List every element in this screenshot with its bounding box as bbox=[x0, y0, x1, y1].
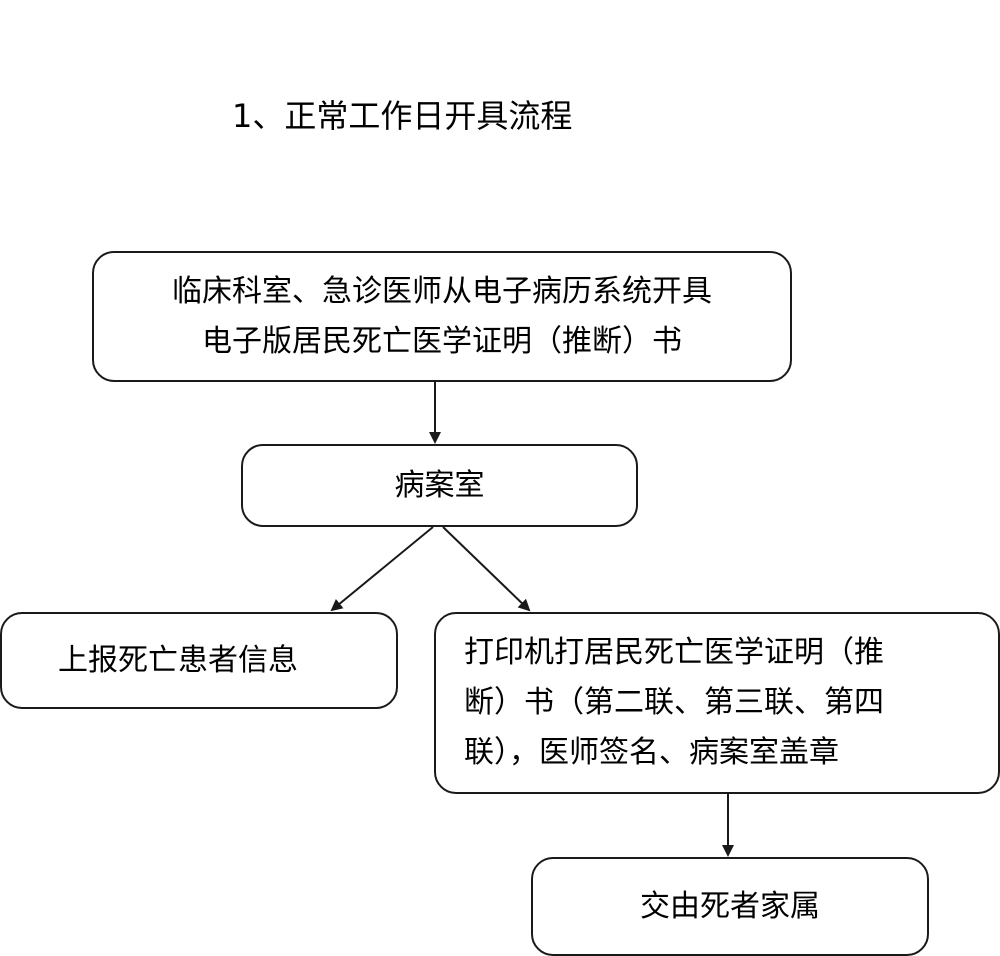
node-records-room-label: 病案室 bbox=[394, 467, 485, 503]
node-handover-family: 交由死者家属 bbox=[531, 857, 929, 956]
node-report-info: 上报死亡患者信息 bbox=[0, 612, 398, 709]
node-issue-line-2: 电子版居民死亡医学证明（推断）书 bbox=[202, 323, 682, 359]
node-handover-label: 交由死者家属 bbox=[640, 888, 820, 924]
node-print-certificate: 打印机打居民死亡医学证明（推 断）书（第二联、第三联、第四 联），医师签名、病案… bbox=[434, 612, 1000, 794]
diagram-title: 1、正常工作日开具流程 bbox=[232, 97, 573, 135]
node-issue-line-1: 临床科室、急诊医师从电子病历系统开具 bbox=[172, 273, 712, 309]
arrow-records-to-report bbox=[330, 526, 434, 612]
node-print-line-1: 打印机打居民死亡医学证明（推 bbox=[464, 635, 884, 670]
arrow-records-to-print bbox=[442, 526, 531, 612]
node-records-room: 病案室 bbox=[241, 444, 638, 527]
node-print-line-3: 联），医师签名、病案室盖章 bbox=[464, 735, 839, 770]
node-report-label: 上报死亡患者信息 bbox=[58, 642, 298, 678]
node-issue-certificate: 临床科室、急诊医师从电子病历系统开具 电子版居民死亡医学证明（推断）书 bbox=[92, 251, 792, 382]
node-print-line-2: 断）书（第二联、第三联、第四 bbox=[464, 685, 884, 720]
